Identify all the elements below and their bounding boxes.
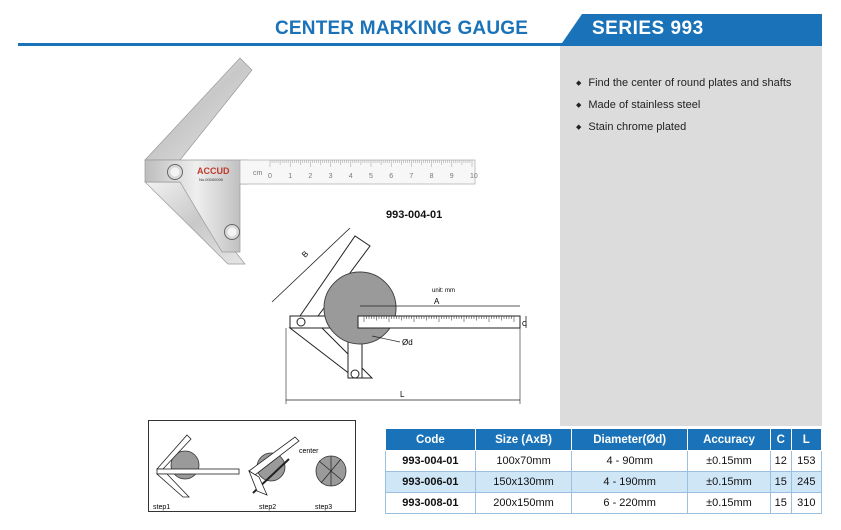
cell-c: 15 [769,471,792,493]
cell-code: 993-006-01 [385,471,476,493]
cell-size: 150x130mm [474,471,573,493]
workpiece-circle [323,271,397,345]
cell-diameter: 6 - 220mm [571,492,689,514]
product-photo: cm 0 1 2 3 4 5 6 7 8 9 10 ACCUD No.00000000 [144,57,478,265]
diagram-ruler-ticks [363,316,515,322]
cell-l: 153 [790,450,823,472]
dim-label-d: Ød [402,338,413,347]
header: CENTER MARKING GAUGE SERIES 993 [0,0,841,46]
center-label: center [299,448,319,455]
serial-number: No.00000000 [199,177,224,182]
ruler [239,159,476,185]
model-label: 993-004-01 [386,209,443,221]
technical-diagram: A B C L Ød unit: mm [271,228,527,404]
series-label: SERIES 993 [592,18,704,39]
ruler-tick-label: 1 [288,173,292,180]
cell-diameter: 4 - 190mm [571,471,689,493]
ruler-tick-label: 2 [308,173,312,180]
page-title: CENTER MARKING GAUGE [275,18,529,39]
step2-lower-blade [248,470,268,496]
series-tab [560,14,822,46]
ruler-tick-label: 8 [430,173,434,180]
ruler-tick-label: 0 [268,173,272,180]
cell-c: 15 [769,492,792,514]
dim-label-l: L [400,390,405,399]
dim-label-b: B [300,249,310,259]
cell-code: 993-008-01 [385,492,476,514]
cell-accuracy: ±0.15mm [687,450,771,472]
leader-d [371,335,401,343]
cell-size: 100x70mm [474,450,573,472]
ruler-tick-label: 6 [389,173,393,180]
dim-label-c: C [522,321,527,328]
step1-lower-blade [155,473,190,498]
ruler-tick-label: 7 [409,173,413,180]
pivot-hole-icon [296,317,306,327]
col-size: Size (AxB) [474,428,573,451]
ruler-tick-labels: 0 1 2 3 4 5 6 7 8 9 10 [268,173,478,180]
step2-label: step2 [259,504,276,511]
feature-list: Find the center of round plates and shaf… [576,76,791,142]
dim-line-b [271,228,351,303]
col-c: C [769,428,792,451]
ruler-tick-label: 9 [450,173,454,180]
ruler-ticks [269,160,473,167]
unit-note: unit: mm [432,288,455,294]
ruler-tick-label: 5 [369,173,373,180]
ruler-unit: cm [253,170,263,177]
feature-item: Stain chrome plated [576,120,791,142]
knob-highlight [170,167,180,177]
ruler-tick-label: 3 [329,173,333,180]
knob-highlight [227,227,237,237]
feature-item: Find the center of round plates and shaf… [576,76,791,98]
step3-label: step3 [315,504,332,511]
table-row: 993-004-01 100x70mm 4 - 90mm ±0.15mm 12 … [385,450,823,472]
cell-size: 200x150mm [474,492,573,514]
cell-l: 310 [790,492,823,514]
ruler-tick-label: 4 [349,173,353,180]
step1-label: step1 [153,504,170,511]
col-code: Code [385,428,476,451]
spec-table: Code Size (AxB) Diameter(Ød) Accuracy C … [385,428,823,514]
pivot-hole-icon [350,369,360,379]
cell-code: 993-004-01 [385,450,476,472]
upper-blade [144,57,253,161]
step1-arm [156,468,240,475]
cell-l: 245 [790,471,823,493]
cell-accuracy: ±0.15mm [687,471,771,493]
cell-diameter: 4 - 90mm [571,450,689,472]
usage-steps: step1 step2 center step3 [148,420,356,512]
brand-logo: ACCUD [197,166,230,176]
table-header-row: Code Size (AxB) Diameter(Ød) Accuracy C … [385,428,823,451]
table-row: 993-008-01 200x150mm 6 - 220mm ±0.15mm 1… [385,492,823,514]
dim-label-a: A [434,297,440,306]
usage-steps-drawing: step1 step2 center step3 [153,434,347,511]
table-row: 993-006-01 150x130mm 4 - 190mm ±0.15mm 1… [385,471,823,493]
feature-item: Made of stainless steel [576,98,791,120]
series-tab-shape [560,14,822,46]
col-diameter: Diameter(Ød) [571,428,689,451]
col-accuracy: Accuracy [687,428,771,451]
ruler-tick-label: 10 [470,173,478,180]
header-rule [18,43,578,46]
cell-c: 12 [769,450,792,472]
cell-accuracy: ±0.15mm [687,492,771,514]
col-l: L [790,428,823,451]
